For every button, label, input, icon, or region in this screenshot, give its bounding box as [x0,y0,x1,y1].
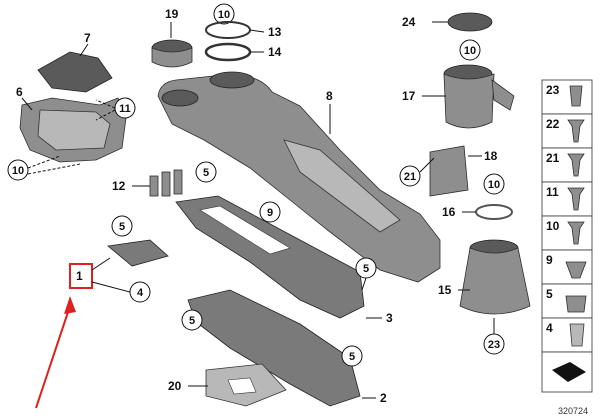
callout-circle-5c [181,309,203,331]
label-10a: 10 [12,165,24,177]
callout-circle-21 [399,165,421,187]
label-20: 20 [168,379,182,393]
label-15: 15 [438,283,452,297]
legend-icon-11 [567,187,585,211]
legend-label-22: 22 [546,117,560,131]
legend-label-10: 10 [546,219,560,233]
label-17: 17 [402,89,416,103]
part-1-bracket[interactable] [107,239,169,267]
part-15-boot[interactable] [459,239,531,315]
part-17-cupholder[interactable] [443,64,515,129]
callout-circle-10a [7,159,29,181]
part-19-cap[interactable] [151,39,193,68]
legend-label-23: 23 [546,83,560,97]
legend-icon-4 [569,323,585,347]
red-arrowhead [64,296,76,314]
diagram-code: 320724 [558,406,588,416]
red-arrow [35,305,71,409]
label-4: 4 [137,287,144,299]
label-18: 18 [484,149,498,163]
callout-circle-10b [213,3,235,25]
legend-icon-10 [567,221,585,245]
legend-icon-5 [565,295,587,313]
label-12: 12 [112,179,126,193]
part-14-ring[interactable] [204,42,252,62]
part-18-cover[interactable] [429,145,469,197]
label-13: 13 [268,25,282,39]
label-2: 2 [380,391,387,405]
label-11a: 11 [119,103,131,115]
legend-icon-9 [565,261,587,279]
part-16-ring[interactable] [475,204,513,220]
callout-circle-9 [259,201,281,223]
legend-label-21: 21 [546,151,560,165]
part-3-frame[interactable] [187,289,361,407]
label-24: 24 [402,15,416,29]
label-16: 16 [442,205,456,219]
callout-circle-5d [341,345,363,367]
label-5b: 5 [363,263,369,275]
legend-label-5: 5 [546,287,553,301]
label-10d: 10 [488,179,500,191]
label-19: 19 [165,7,179,21]
label-7: 7 [84,31,91,45]
legend-icon-23 [569,85,583,107]
legend-label-9: 9 [546,253,553,267]
callout-circle-5a [195,161,217,183]
label-23: 23 [488,339,500,351]
legend-icon-sheet [552,362,586,382]
part-24-pad[interactable] [447,12,493,32]
part-9-frame[interactable] [175,195,365,319]
callout-circle-4 [129,281,151,303]
legend-label-4: 4 [546,321,553,335]
highlight-box-1 [69,263,93,289]
label-5e: 5 [119,221,125,233]
label-8: 8 [326,89,333,103]
legend-label-11: 11 [546,185,559,199]
part-20-pad[interactable] [205,363,287,407]
callout-circle-5e [111,215,133,237]
label-3: 3 [386,311,393,325]
part-13-ring[interactable] [205,21,251,39]
part-12-clips[interactable] [149,169,183,197]
legend-icon-21 [567,153,585,177]
part-8-console[interactable] [157,71,441,283]
label-5c: 5 [189,315,195,327]
label-14: 14 [268,45,282,59]
part-6-bracket[interactable] [19,97,127,163]
label-10b: 10 [218,9,230,21]
legend-column: 23 22 21 11 10 9 5 4 [541,79,593,393]
label-10c: 10 [464,45,476,57]
legend-icon-22 [567,119,585,143]
label-9: 9 [267,207,273,219]
label-1: 1 [76,269,83,283]
label-5d: 5 [349,351,355,363]
callout-circle-10c [459,39,481,61]
label-5a: 5 [203,167,209,179]
part-7-pad[interactable] [37,51,113,93]
label-6: 6 [16,85,23,99]
label-21: 21 [404,171,416,183]
callout-circle-10d [483,173,505,195]
